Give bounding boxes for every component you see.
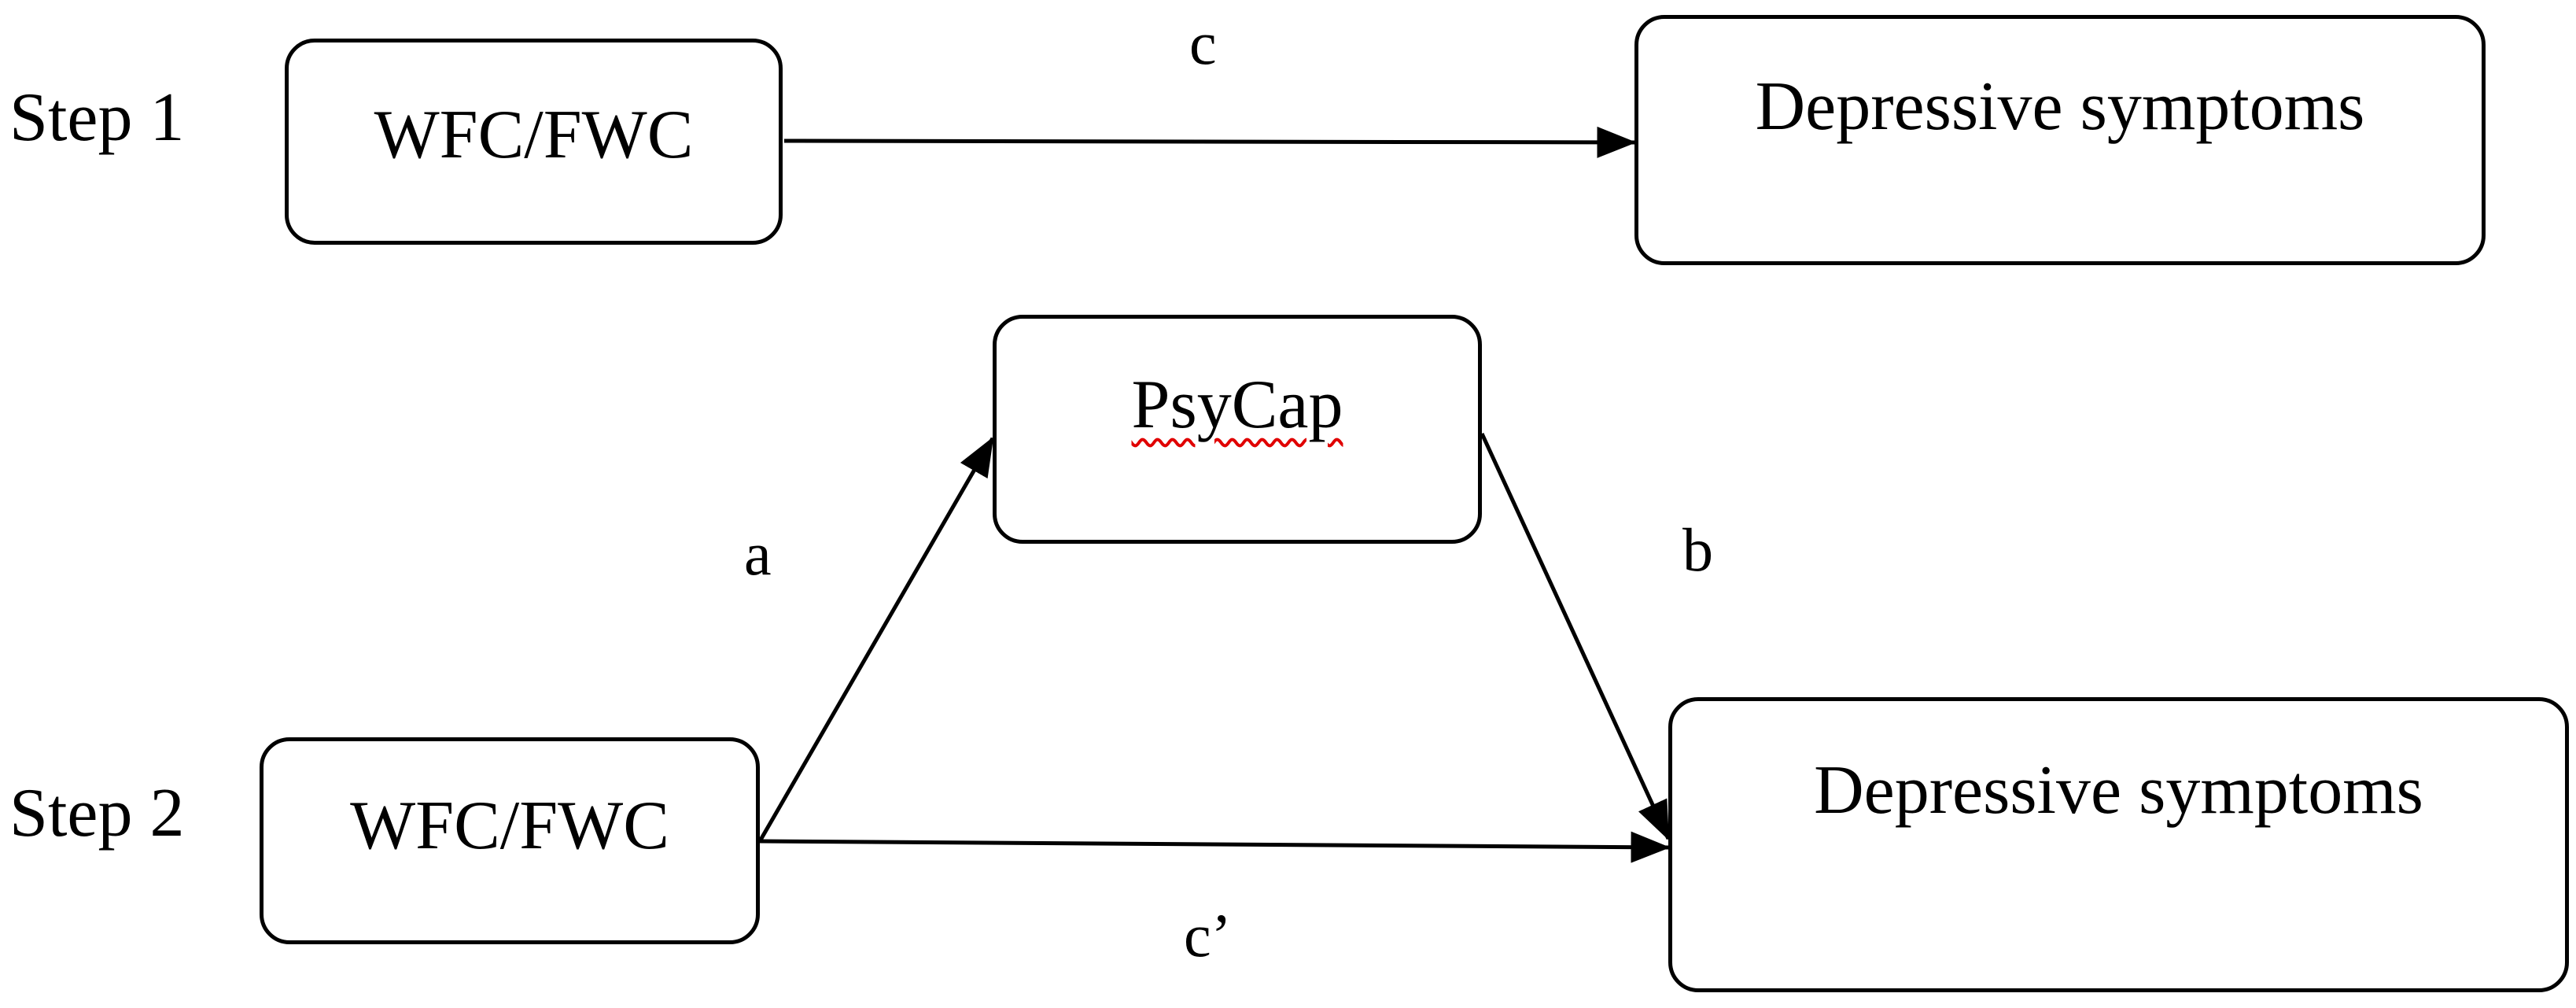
arrow-b xyxy=(1480,432,1671,841)
step-2-outcome-label: Depressive symptoms xyxy=(1814,752,2423,829)
path-a-label: a xyxy=(744,519,772,588)
arrow-c-prime xyxy=(759,831,1671,863)
step-1-predictor-box: WFC/FWC xyxy=(285,39,783,245)
path-c-prime-label: c’ xyxy=(1184,901,1232,969)
step-1-label: Step 1 xyxy=(9,79,185,156)
step-1-outcome-box: Depressive symptoms xyxy=(1634,15,2486,265)
path-c-label: c xyxy=(1189,9,1217,77)
step-2-mediator-label: PsyCap xyxy=(1131,367,1343,443)
step-2-label: Step 2 xyxy=(9,775,185,851)
step-2-predictor-label: WFC/FWC xyxy=(350,788,669,864)
step-2-predictor-box: WFC/FWC xyxy=(260,737,760,944)
path-b-label: b xyxy=(1682,515,1713,584)
step-1-predictor-label: WFC/FWC xyxy=(374,97,694,173)
step-2-mediator-box: PsyCap xyxy=(993,315,1482,544)
arrow-a xyxy=(757,436,995,843)
arrow-c xyxy=(783,126,1637,158)
step-1-outcome-label: Depressive symptoms xyxy=(1755,68,2365,145)
step-2-outcome-box: Depressive symptoms xyxy=(1668,697,2569,992)
